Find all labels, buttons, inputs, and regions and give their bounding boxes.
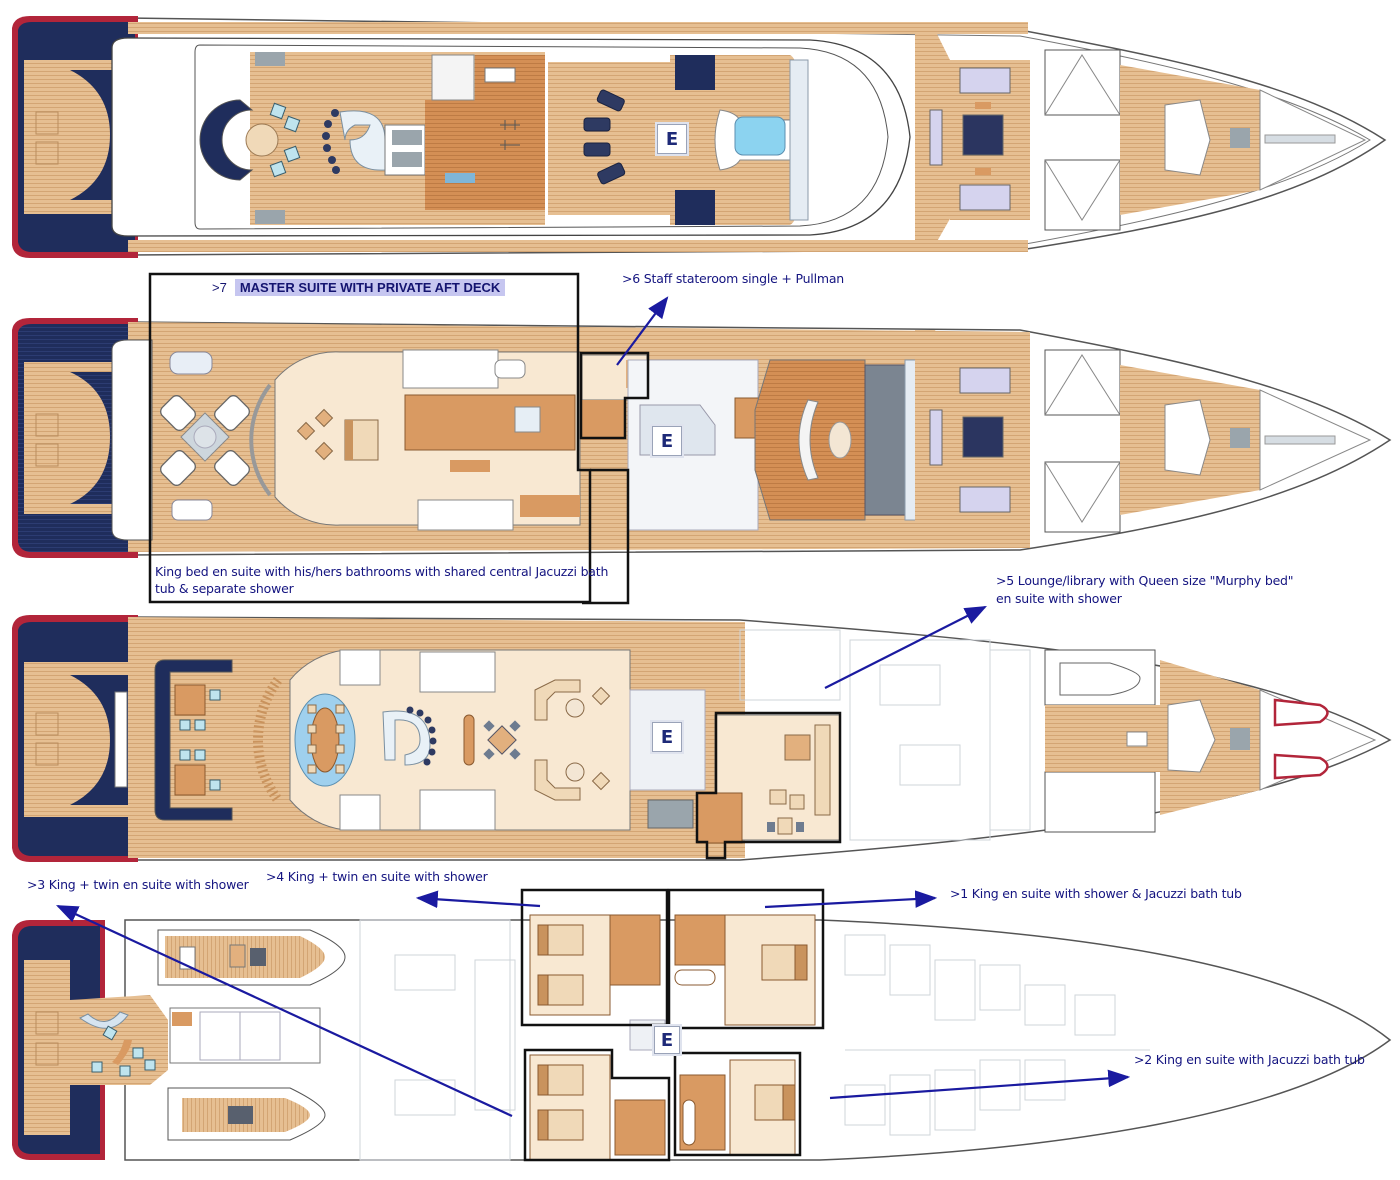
master-suite-heading: MASTER SUITE WITH PRIVATE AFT DECK [234, 279, 506, 296]
annotation-boxes [148, 272, 842, 1162]
bridge-deck [12, 318, 1392, 558]
elevator-marker-lower-deck: E [654, 1026, 680, 1054]
master-suite-description: King bed en suite with his/hers bathroom… [155, 564, 609, 596]
master-suite-number: >7 [212, 280, 227, 295]
master-suite-title: >7 MASTER SUITE WITH PRIVATE AFT DECK [212, 279, 506, 296]
lounge-library-label-line2: en suite with shower [996, 591, 1122, 606]
sun-deck [12, 16, 1387, 258]
cabin-2-label: >2 King en suite with Jacuzzi bath tub [1134, 1052, 1365, 1067]
lower-deck [12, 914, 1392, 1161]
staff-stateroom-label: >6 Staff stateroom single + Pullman [622, 271, 845, 286]
main-deck [12, 615, 1392, 862]
lounge-library-label-line1: >5 Lounge/library with Queen size "Murph… [996, 573, 1294, 588]
elevator-marker-sun-deck: E [657, 124, 687, 154]
annotation-arrows [56, 296, 1131, 1117]
cabin-1-label: >1 King en suite with shower & Jacuzzi b… [950, 886, 1242, 901]
elevator-marker-main-deck: E [652, 722, 682, 752]
cabin-3-label: >3 King + twin en suite with shower [27, 877, 249, 892]
cabin-4-label: >4 King + twin en suite with shower [266, 869, 488, 884]
elevator-marker-bridge-deck: E [652, 426, 682, 456]
